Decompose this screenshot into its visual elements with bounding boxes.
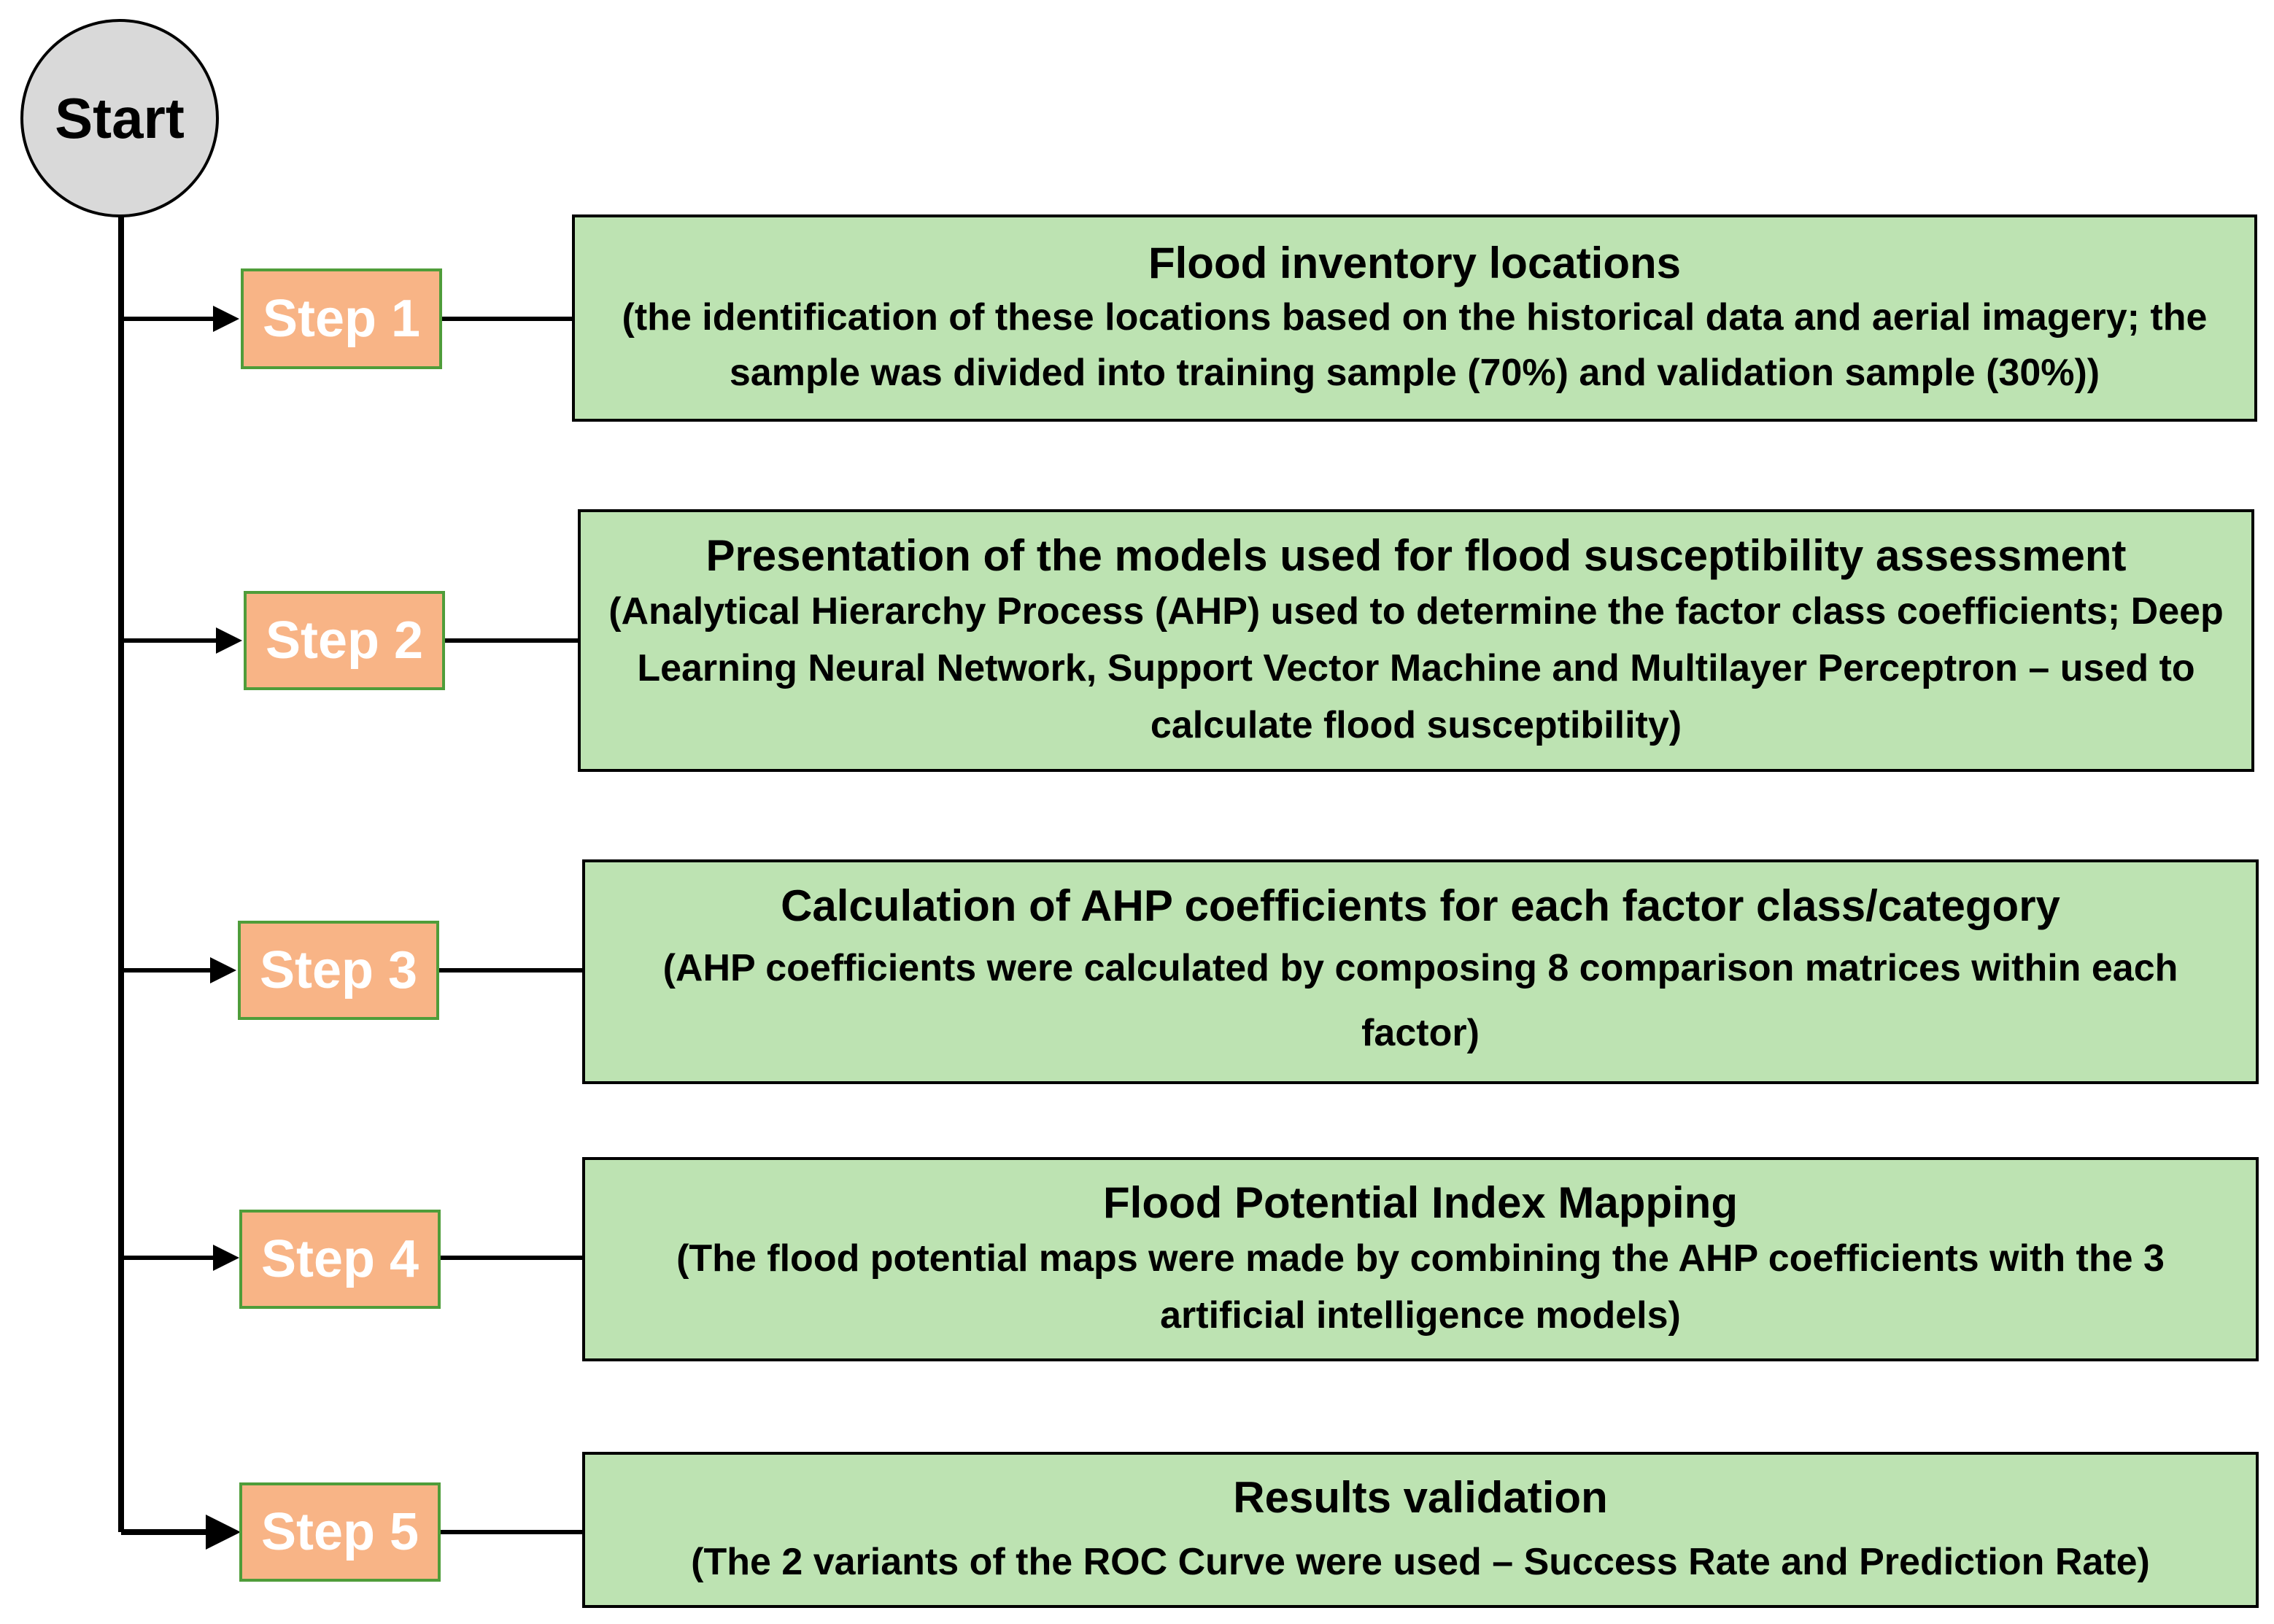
step-2-label: Step 2 xyxy=(265,611,424,670)
step-3-box: Step 3 xyxy=(238,921,439,1020)
step-1-box: Step 1 xyxy=(241,268,442,369)
start-node: Start xyxy=(20,19,219,217)
step-5-info-box: Results validation (The 2 variants of th… xyxy=(582,1452,2259,1608)
step-3-label: Step 3 xyxy=(259,941,418,999)
step-5-description: (The 2 variants of the ROC Curve were us… xyxy=(691,1540,2150,1583)
step-1-label: Step 1 xyxy=(262,290,421,348)
step-2-title: Presentation of the models used for floo… xyxy=(705,530,2127,580)
step-4-title: Flood Potential Index Mapping xyxy=(1103,1178,1738,1227)
step-2-info-box: Presentation of the models used for floo… xyxy=(578,509,2254,772)
step-1-info-box: Flood inventory locations (the identific… xyxy=(572,214,2257,422)
step-4-description: (The flood potential maps were made by c… xyxy=(676,1237,2165,1337)
step-2-description: (Analytical Hierarchy Process (AHP) used… xyxy=(608,589,2224,746)
step-1-description: (the identification of these locations b… xyxy=(622,296,2208,394)
start-label: Start xyxy=(55,85,185,150)
step-5-label: Step 5 xyxy=(260,1503,419,1561)
step-5-box: Step 5 xyxy=(239,1482,441,1582)
step-3-info-box: Calculation of AHP coefficients for each… xyxy=(582,859,2259,1084)
step-4-box: Step 4 xyxy=(239,1210,441,1309)
step-5-title: Results validation xyxy=(1233,1472,1608,1522)
step-3-title: Calculation of AHP coefficients for each… xyxy=(781,881,2060,931)
step-2-box: Step 2 xyxy=(244,591,445,690)
step-1-title: Flood inventory locations xyxy=(1148,239,1682,288)
step-3-description: (AHP coefficients were calculated by com… xyxy=(662,947,2178,1054)
step-4-info-box: Flood Potential Index Mapping (The flood… xyxy=(582,1157,2259,1361)
step-4-label: Step 4 xyxy=(260,1230,419,1288)
